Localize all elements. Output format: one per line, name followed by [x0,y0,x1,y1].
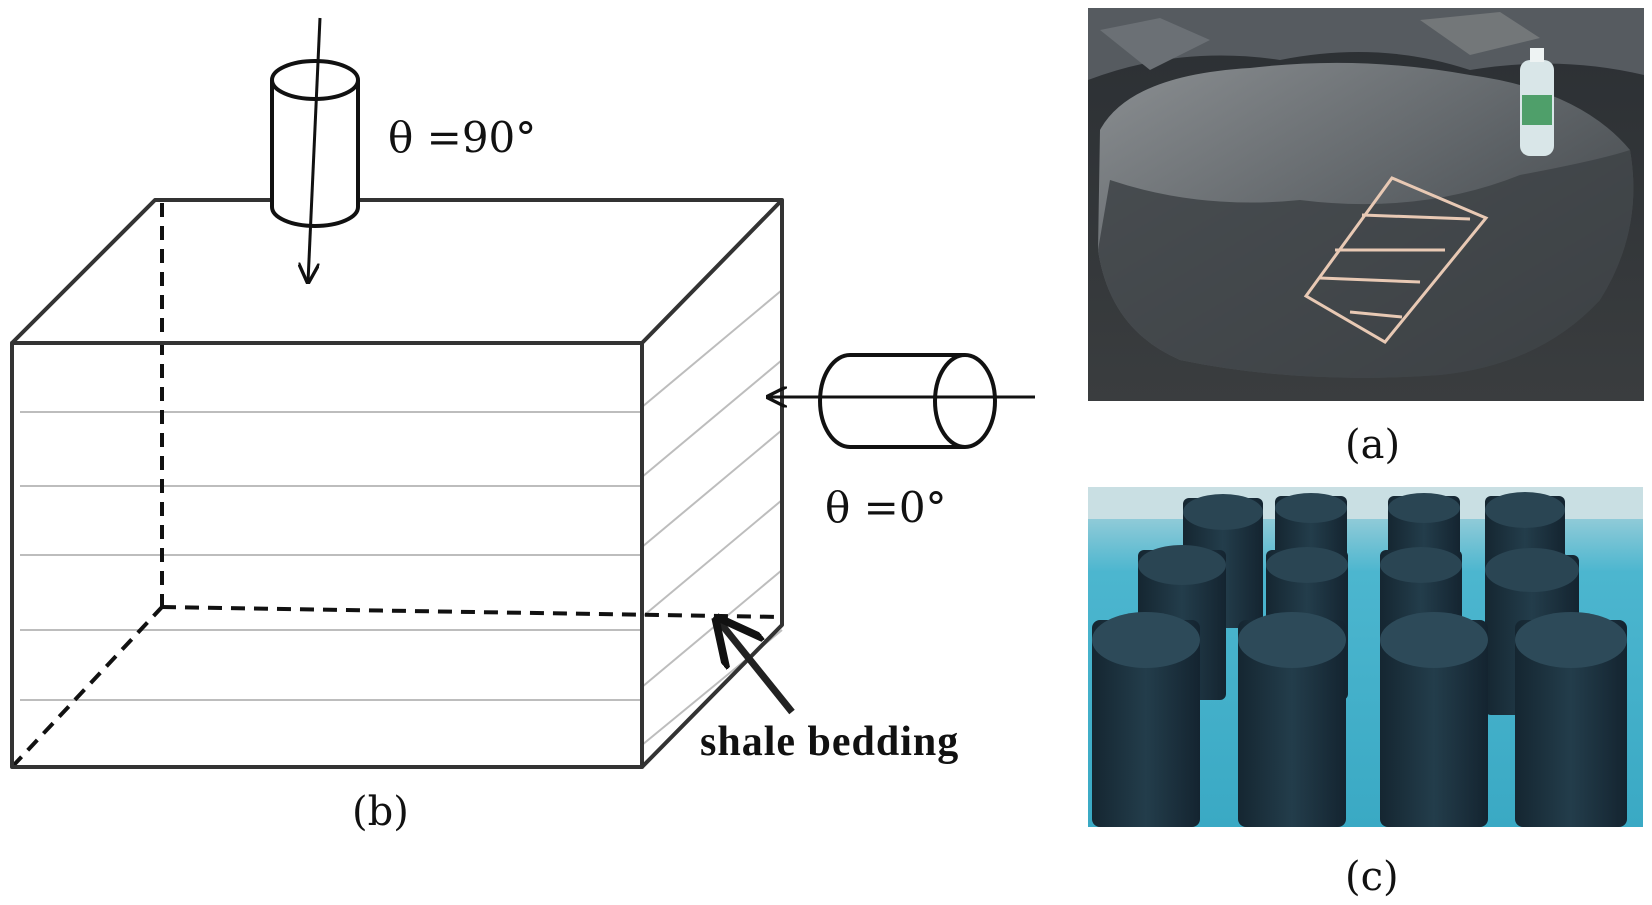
hidden-edges [10,203,783,769]
block-outline [10,198,784,769]
water-bottle-icon [1520,48,1554,156]
cylinder-0-icon [818,353,997,449]
side-bedding-lines [641,289,783,746]
label-theta-0: θ =0° [825,483,947,532]
caption-a: (a) [1345,422,1400,468]
core-samples-front-row [1092,612,1627,827]
caption-b: (b) [352,789,409,835]
photo-c-cores [1088,487,1643,827]
sampling-grid [1303,176,1489,344]
label-theta-90: θ =90° [388,113,536,162]
photo-a-rock [1088,8,1644,401]
caption-c: (c) [1345,854,1399,900]
arrow-90 [308,17,322,282]
bedding-pointer-arrow [718,620,795,715]
label-shale-bedding: shale bedding [700,719,959,765]
shale-block-diagram [10,198,784,769]
front-bedding-lines [20,411,640,701]
